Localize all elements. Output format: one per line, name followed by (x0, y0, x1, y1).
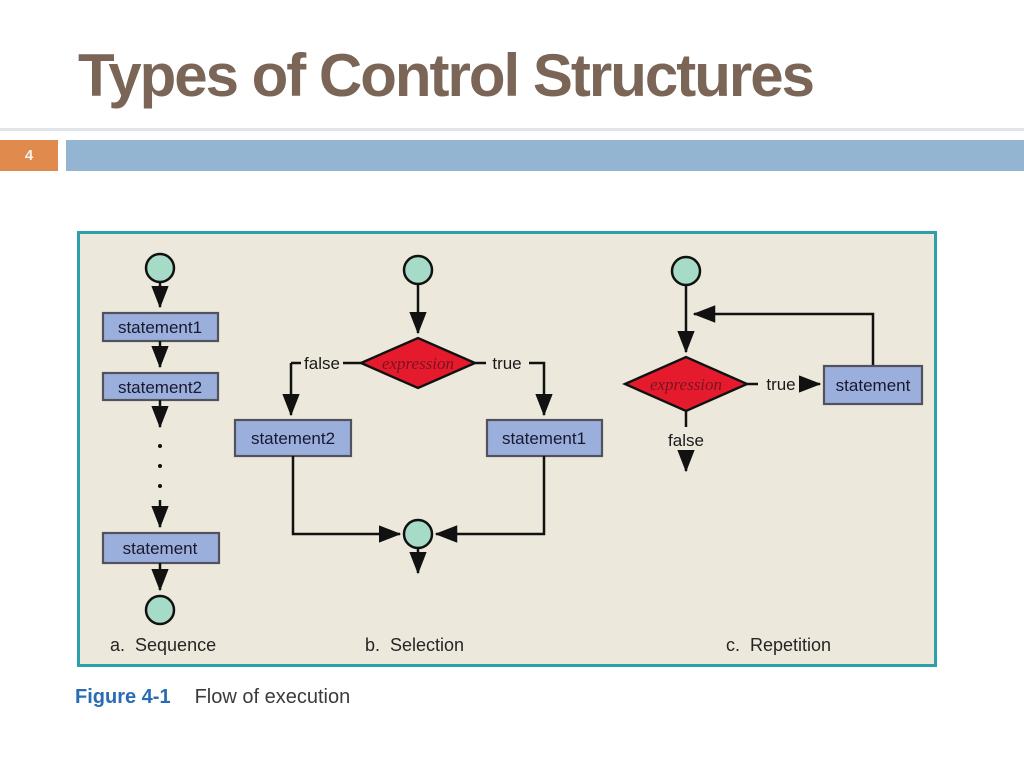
expression-label: expression (650, 375, 722, 394)
statement2-label: statement2 (251, 429, 335, 448)
arrow-icon (529, 361, 553, 417)
figure-caption-number: Figure 4-1 (75, 686, 171, 708)
flowchart-figure: statement1 statement2 statement a. Seque… (101, 252, 924, 655)
merge-terminal-icon (402, 518, 434, 550)
figure-caption-text: Flow of execution (194, 686, 351, 708)
end-terminal-icon (144, 594, 176, 626)
loop-back-arrow (692, 305, 875, 366)
true-label: true (766, 375, 795, 394)
false-label: false (668, 431, 704, 450)
statement-label: statement (123, 539, 198, 558)
arrow-icon (434, 456, 546, 543)
statement1-label: statement1 (502, 429, 586, 448)
slide-number-badge: 4 (0, 140, 58, 171)
repetition-caption: c. Repetition (726, 635, 831, 655)
statement2-box (101, 371, 220, 402)
accent-bar (66, 140, 1024, 171)
arrow-icon (291, 456, 402, 543)
repetition-diagram (622, 255, 924, 473)
start-terminal-icon (144, 252, 176, 284)
start-terminal-icon (670, 255, 702, 287)
selection-diagram (233, 254, 604, 575)
statement1-box (485, 418, 604, 458)
statement-box (101, 531, 221, 565)
ellipsis-dots-icon (158, 444, 162, 488)
start-terminal-icon (402, 254, 434, 286)
title-underline-rule (0, 128, 1024, 131)
figure-caption: Figure 4-1 Flow of execution (75, 686, 350, 709)
statement1-label: statement1 (118, 318, 202, 337)
statement2-label: statement2 (118, 378, 202, 397)
sequence-diagram (101, 252, 221, 626)
expression-label: expression (382, 354, 454, 373)
sequence-caption: a. Sequence (110, 635, 216, 655)
statement-box (822, 364, 924, 406)
true-label: true (492, 354, 521, 373)
selection-caption: b. Selection (365, 635, 464, 655)
statement-label: statement (836, 376, 911, 395)
figure-panel: statement1 statement2 statement a. Seque… (77, 231, 937, 667)
false-label: false (304, 354, 340, 373)
page-title: Types of Control Structures (78, 42, 815, 109)
